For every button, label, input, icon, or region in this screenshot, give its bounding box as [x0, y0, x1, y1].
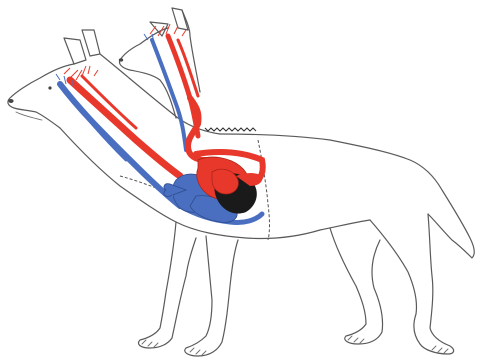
- thorax-boundary-dashed: [258, 140, 270, 240]
- second-dog-nose: [119, 58, 123, 61]
- heart: [164, 157, 262, 222]
- surgical-suture: [205, 128, 256, 131]
- dog-ear-left: [64, 38, 86, 64]
- carotid-artery-front: [70, 80, 180, 176]
- dog-front-leg-2: [185, 236, 238, 356]
- dog-hind-leg-2: [370, 214, 454, 354]
- paw-front-2: [190, 348, 206, 355]
- dog-ear-right: [82, 30, 100, 56]
- dog-eye: [48, 86, 51, 89]
- dog-front-leg-1: [138, 222, 196, 348]
- paw-hind-1: [348, 336, 364, 343]
- dog-hind-leg-1: [330, 228, 383, 344]
- paw-front-1: [142, 340, 158, 347]
- dog-back-and-tail: [220, 134, 474, 258]
- dog-nose: [8, 99, 13, 103]
- jugular-vein-front: [60, 84, 180, 206]
